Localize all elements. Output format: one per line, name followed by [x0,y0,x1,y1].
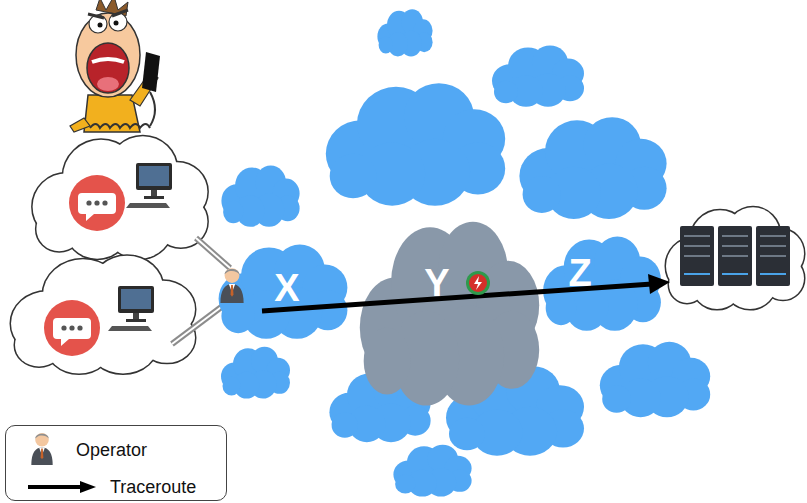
as-cloud [221,166,299,227]
angry-caller [70,0,160,132]
chat-icon [53,318,91,346]
operator-sample [31,433,52,465]
angry-caller [88,10,128,18]
as-cloud [393,445,471,497]
computer-icon [126,163,172,208]
cloud-shape [221,299,255,333]
traceroute-arrow [648,274,670,294]
double-link [196,238,230,268]
fault-icon [466,271,490,295]
legend-box: OperatorTraceroute [5,425,227,501]
client-cloud [33,136,208,259]
chat-icon [94,200,99,205]
chat-icon [102,200,107,205]
chat-icon [69,175,125,231]
as-cloud [223,201,243,223]
chat-icon [44,300,100,356]
chat-icon [69,175,125,231]
chat-icon [69,325,74,330]
as-cloud [449,418,485,451]
double-link [196,238,230,268]
angry-caller [98,23,103,28]
chat-icon [44,300,100,356]
server-racks [684,273,786,275]
fault-icon [469,274,487,292]
angry-caller [97,77,119,91]
angry-caller [92,59,124,62]
legend-label: Traceroute [110,477,196,498]
traceroute-arrow [262,274,670,311]
fault-icon [466,271,490,295]
traceroute-arrow [262,284,652,311]
legend-label: Operator [76,440,147,461]
as-cloud [332,412,358,438]
as-cloud [326,83,505,206]
network-cloud: Z [538,228,666,328]
as-cloud [602,385,631,412]
computer-icon [118,286,154,313]
as-cloud [600,342,710,417]
double-link [172,302,228,344]
as-cloud [221,347,290,399]
traceroute-sample [28,481,96,493]
angry-caller [87,43,129,93]
fault-icon [474,276,482,290]
client-cloud-outline [91,256,163,320]
cloud-shape [538,228,666,328]
chat-icon [86,200,91,205]
angry-caller [76,13,140,97]
angry-caller [90,124,150,128]
angry-caller [150,92,155,126]
as-cloud [223,377,241,396]
operator-icon [220,268,243,303]
as-cloud [523,176,561,213]
client-cloud [11,256,195,374]
background-clouds [221,9,710,496]
chat-icon [77,325,82,330]
cloud-shape [219,245,348,339]
computer-icon [136,163,172,190]
cloud-shape [546,291,577,325]
computer-icon [108,286,154,331]
server-racks [684,236,786,256]
chat-icon [61,325,66,330]
chat-icon [78,193,116,221]
computer-icon [126,319,146,322]
as-cloud [519,117,666,219]
angry-caller [142,52,160,92]
angry-caller [109,13,127,31]
computer-icon [144,196,164,199]
computer-icon [126,203,170,208]
as-cloud [379,36,393,53]
cloud-shape [360,222,539,406]
computer-icon [108,326,152,331]
client-cloud [91,256,163,320]
computer-icon [139,166,169,186]
angry-caller [114,21,119,26]
traceroute-sample [80,481,96,493]
server-cloud [666,207,804,309]
as-cloud [494,81,518,103]
as-cloud [492,46,584,107]
double-link [172,302,228,344]
traceroute-sample [28,485,84,489]
server-racks [680,226,790,286]
cloud-shape [364,328,411,395]
as-cloud [377,9,432,56]
computer-icon [121,289,151,309]
computer-icon [133,313,139,319]
angry-caller [70,118,90,132]
as-cloud [330,154,377,199]
computer-icon [151,190,157,196]
as-cloud [395,475,415,494]
network-label: X [274,269,299,307]
